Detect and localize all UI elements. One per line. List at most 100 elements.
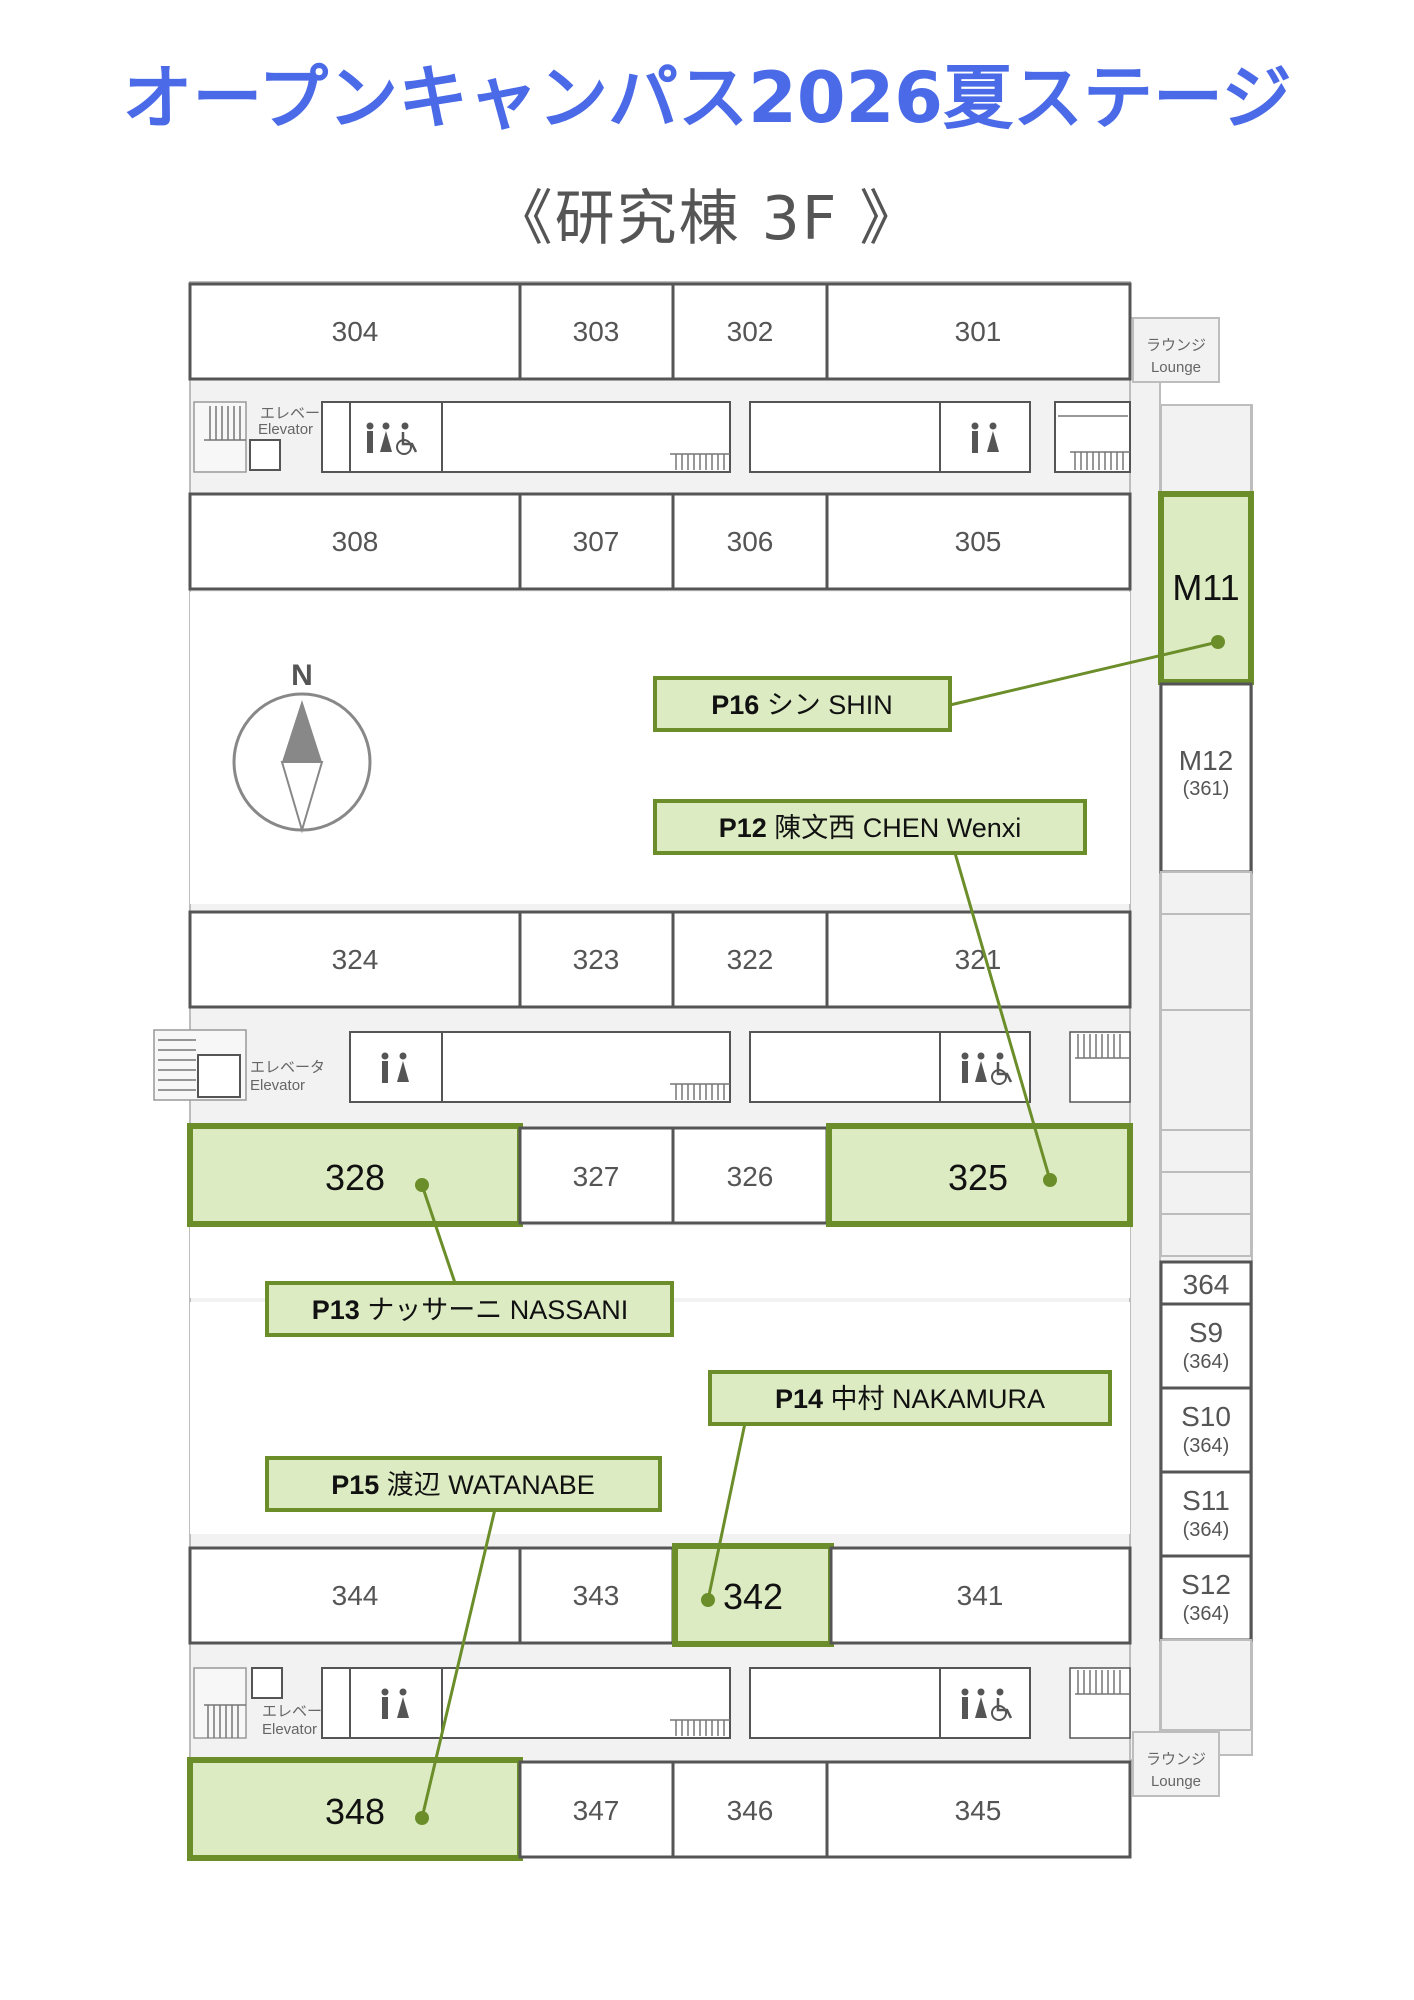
east-corridor-seg-6 [1160, 1213, 1252, 1257]
compass-north-label: N [291, 659, 313, 692]
room-302-label: 302 [727, 316, 774, 347]
presenter-name: 渡辺 WATANABE [387, 1470, 595, 1500]
lounge-north-jp: ラウンジ [1146, 337, 1206, 354]
elevator-2-en: Elevator [250, 1077, 305, 1094]
presenter-name: 陳文西 CHEN Wenxi [774, 813, 1021, 843]
room-306[interactable] [671, 492, 829, 591]
room-346-label: 346 [727, 1795, 774, 1826]
east-corridor-seg-1 [1160, 871, 1252, 915]
room-345-label: 345 [955, 1795, 1002, 1826]
presenter-tag-P15[interactable]: P15 渡辺 WATANABE [265, 1456, 662, 1512]
presenter-tag-P13[interactable]: P13 ナッサーニ NASSANI [265, 1281, 674, 1337]
room-326-label: 326 [727, 1161, 774, 1192]
room-347-label: 347 [573, 1795, 620, 1826]
elevator-1-jp: エレベータ [260, 405, 335, 422]
presenter-tag-P16[interactable]: P16 シン SHIN [653, 676, 952, 732]
dot-325 [1043, 1173, 1057, 1187]
room-S10-label: S10 [1181, 1401, 1231, 1432]
east-corridor-seg-4 [1160, 1129, 1252, 1173]
room-341[interactable] [829, 1546, 1132, 1645]
leader-P14 [706, 1422, 747, 1601]
room-S11[interactable] [1159, 1470, 1253, 1558]
room-323[interactable] [518, 910, 675, 1009]
room-324[interactable] [188, 910, 522, 1009]
room-S11-label: S11 [1182, 1485, 1230, 1516]
room-S9-label: S9 [1189, 1317, 1223, 1348]
service-strip-2: エレベータ Elevator [153, 1029, 1131, 1103]
elevator-3-jp: エレベータ [262, 1703, 337, 1720]
room-321[interactable] [825, 910, 1132, 1009]
room-347[interactable] [518, 1760, 675, 1859]
leader-P15 [420, 1508, 497, 1819]
leader-P16 [949, 640, 1219, 707]
east-corridor-seg-5 [1160, 1171, 1252, 1215]
east-corridor [1129, 317, 1161, 1761]
room-S12-sub: (364) [1183, 1603, 1230, 1625]
service-strip-3: エレベータ Elevator [193, 1667, 1131, 1739]
svg-text:P12 陳文西 CHEN Wenxi: P12 陳文西 CHEN Wenxi [719, 813, 1022, 843]
floor-subtitle: 《研究棟 3F 》 [492, 184, 922, 254]
room-345[interactable] [825, 1760, 1132, 1859]
room-307[interactable] [518, 492, 675, 591]
presenter-code: P16 [711, 690, 759, 720]
room-305[interactable] [825, 492, 1132, 591]
east-corridor-seg-7 [1160, 1639, 1252, 1731]
room-326[interactable] [671, 1126, 829, 1225]
room-S12[interactable] [1159, 1554, 1253, 1642]
room-301[interactable] [825, 282, 1132, 381]
room-327[interactable] [518, 1126, 675, 1225]
room-348[interactable] [187, 1757, 523, 1861]
dot-348 [415, 1811, 429, 1825]
room-M12-label: M12 [1179, 745, 1233, 776]
presenter-tag-P12[interactable]: P12 陳文西 CHEN Wenxi [653, 799, 1087, 855]
room-322-label: 322 [727, 944, 774, 975]
presenter-name: ナッサーニ NASSANI [367, 1295, 628, 1325]
dot-M11 [1211, 635, 1225, 649]
room-302[interactable] [671, 282, 829, 381]
dot-328 [415, 1178, 429, 1192]
room-344[interactable] [188, 1546, 522, 1645]
presenter-tag-P14[interactable]: P14 中村 NAKAMURA [708, 1370, 1112, 1426]
page-title: オープンキャンパス2026夏ステージ [122, 57, 1292, 139]
restroom-accessible-icon-1 [366, 422, 418, 455]
room-301-label: 301 [955, 316, 1002, 347]
room-304[interactable] [188, 282, 522, 381]
room-327-label: 327 [573, 1161, 620, 1192]
leader-P12 [953, 852, 1052, 1181]
room-S12-label: S12 [1181, 1569, 1231, 1600]
room-303[interactable] [518, 282, 675, 381]
presenter-code: P14 [775, 1384, 823, 1414]
compass: N [232, 659, 372, 834]
room-342-label: 342 [723, 1576, 783, 1617]
room-341-label: 341 [957, 1580, 1004, 1611]
room-324-label: 324 [332, 944, 379, 975]
leader-P13 [420, 1184, 457, 1284]
svg-text:P14 中村 NAKAMURA: P14 中村 NAKAMURA [775, 1384, 1045, 1414]
dot-342 [701, 1593, 715, 1607]
room-343-label: 343 [573, 1580, 620, 1611]
room-S11-sub: (364) [1183, 1519, 1230, 1541]
room-M12-sub: (361) [1183, 778, 1230, 800]
room-306-label: 306 [727, 526, 774, 557]
room-325-label: 325 [948, 1157, 1008, 1198]
svg-text:P15 渡辺 WATANABE: P15 渡辺 WATANABE [331, 1470, 595, 1500]
room-344-label: 344 [332, 1580, 379, 1611]
restroom-icon-3 [381, 1688, 409, 1719]
room-348-label: 348 [325, 1791, 385, 1832]
elevator-3-en: Elevator [262, 1721, 317, 1738]
restroom-accessible-icon-2 [961, 1052, 1013, 1085]
room-M12[interactable] [1159, 682, 1253, 874]
room-305-label: 305 [955, 526, 1002, 557]
room-325[interactable] [826, 1123, 1133, 1227]
room-342[interactable] [672, 1543, 834, 1647]
service-strip-1: エレベータ Elevator [193, 401, 1131, 473]
elevator-2-jp: エレベータ [250, 1059, 325, 1076]
presenter-name: 中村 NAKAMURA [831, 1384, 1046, 1414]
room-328[interactable] [187, 1123, 523, 1227]
room-308-label: 308 [332, 526, 379, 557]
room-308[interactable] [188, 492, 522, 591]
room-346[interactable] [671, 1760, 829, 1859]
room-321-label: 321 [955, 944, 1002, 975]
restroom-icon-1 [971, 422, 999, 453]
